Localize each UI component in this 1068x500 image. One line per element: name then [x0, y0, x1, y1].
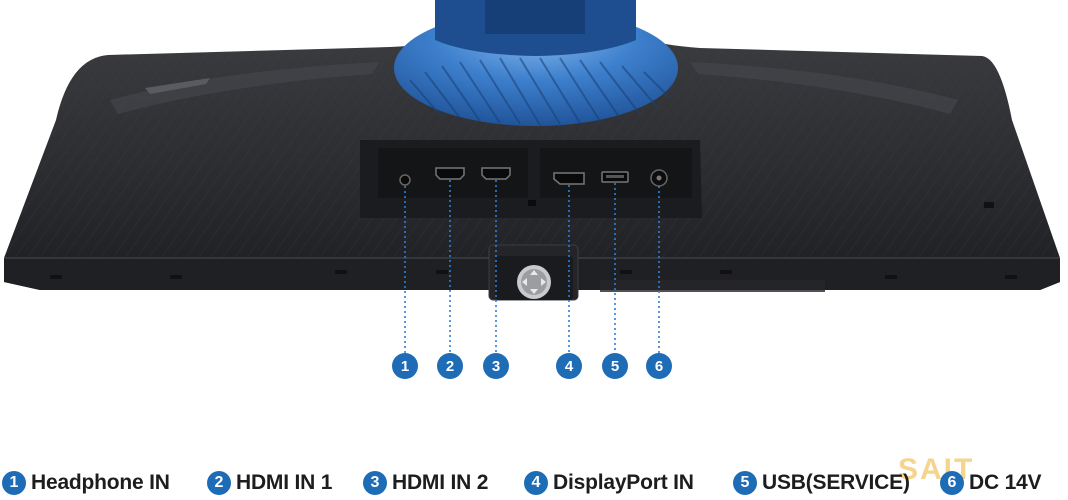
io-panel: [360, 140, 702, 218]
legend-item: 5 USB(SERVICE): [733, 466, 910, 500]
joystick-icon: [517, 265, 551, 299]
svg-text:3: 3: [492, 358, 500, 375]
legend-label: USB(SERVICE): [762, 471, 910, 494]
legend-label: DC 14V: [969, 471, 1042, 494]
legend-item: 3 HDMI IN 2: [363, 466, 488, 500]
hdmi-port-icon: [481, 167, 511, 180]
legend-number: 4: [524, 471, 548, 495]
legend-item: 6 DC 14V: [940, 466, 1042, 500]
svg-text:1: 1: [401, 358, 409, 375]
legend-label: HDMI IN 2: [392, 471, 489, 494]
callout-lines: [404, 180, 660, 353]
svg-text:4: 4: [565, 358, 574, 375]
svg-text:6: 6: [655, 358, 663, 375]
legend-item: 1 Headphone IN: [2, 466, 170, 500]
displayport-icon: [553, 172, 585, 185]
callout-badge: 4: [556, 353, 582, 379]
legend-number: 5: [733, 471, 757, 495]
legend-label: DisplayPort IN: [553, 471, 694, 494]
callout-badge: 5: [602, 353, 628, 379]
svg-text:2: 2: [446, 358, 454, 375]
legend-number: 3: [363, 471, 387, 495]
legend-label: Headphone IN: [31, 471, 170, 494]
legend-label: HDMI IN 1: [236, 471, 333, 494]
callout-badge: 2: [437, 353, 463, 379]
headphone-jack-icon: [399, 174, 411, 186]
port-legend: 1 Headphone IN 2 HDMI IN 1 3 HDMI IN 2 4…: [0, 466, 1068, 500]
legend-number: 1: [2, 471, 26, 495]
legend-item: 2 HDMI IN 1: [207, 466, 332, 500]
dc-power-icon: [650, 169, 668, 187]
callout-badge: 6: [646, 353, 672, 379]
legend-item: 4 DisplayPort IN: [524, 466, 694, 500]
joystick-module: [488, 244, 579, 301]
stand-ring: [394, 0, 678, 126]
hdmi-port-icon: [435, 167, 465, 180]
callout-badge: 3: [483, 353, 509, 379]
svg-text:5: 5: [611, 358, 619, 375]
legend-number: 6: [940, 471, 964, 495]
legend-number: 2: [207, 471, 231, 495]
usb-port-icon: [601, 171, 629, 183]
callout-badge: 1: [392, 353, 418, 379]
